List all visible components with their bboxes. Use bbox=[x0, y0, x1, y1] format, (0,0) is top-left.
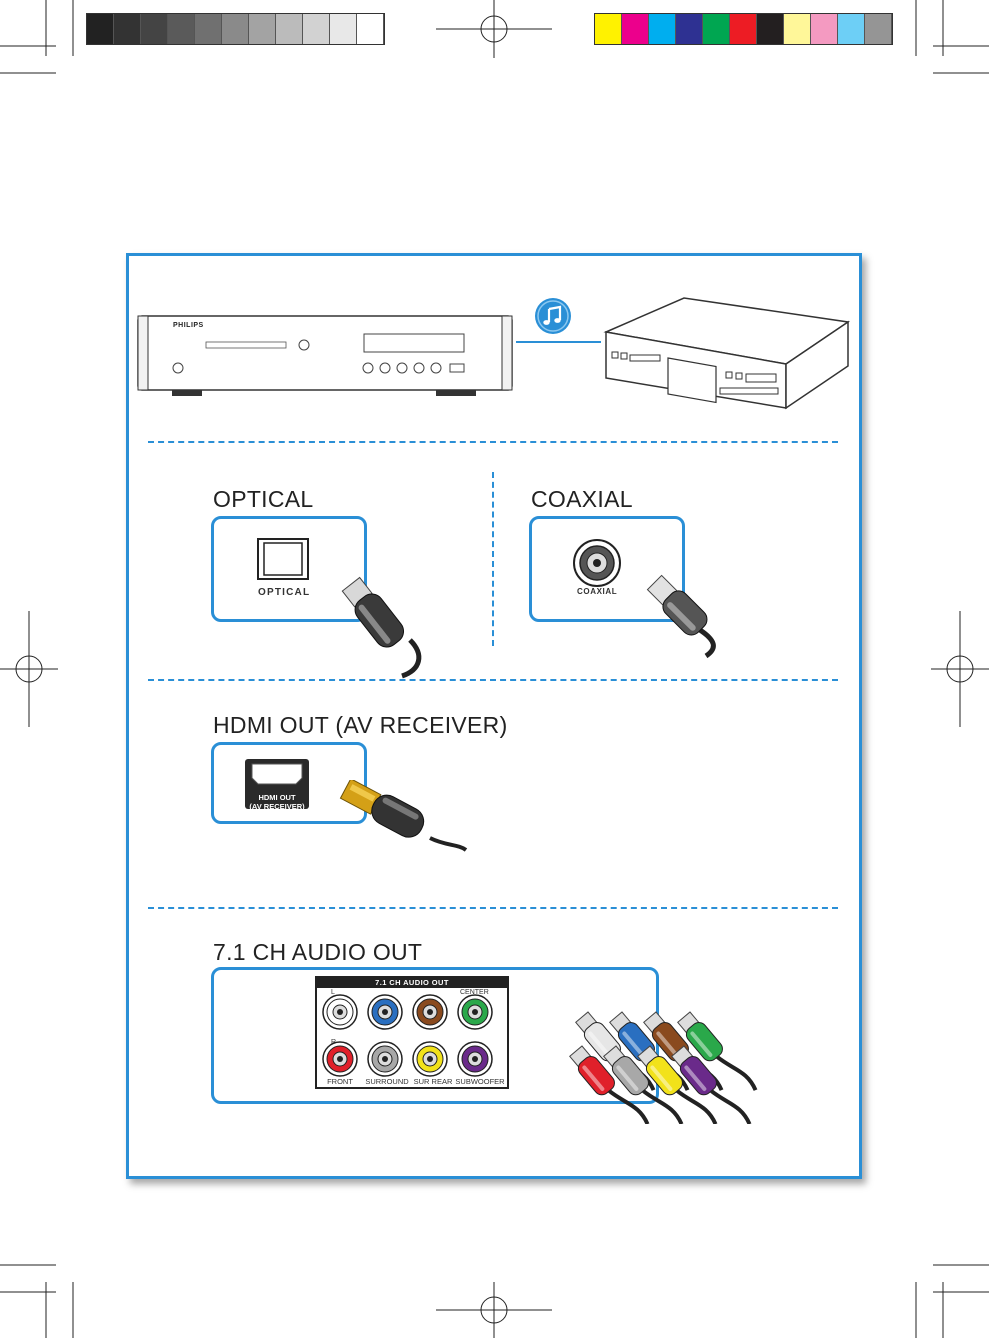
rca-jack bbox=[457, 994, 493, 1030]
color-swatch bbox=[730, 14, 757, 44]
rca-plug bbox=[569, 1045, 650, 1124]
audio71-label-subwoofer: SUBWOOFER bbox=[455, 1077, 505, 1086]
section-divider bbox=[148, 679, 838, 681]
audio71-label-center: CENTER bbox=[460, 989, 489, 996]
rca-plug bbox=[603, 1045, 684, 1124]
grayscale-swatch bbox=[87, 14, 114, 44]
grayscale-calibration-bar bbox=[86, 13, 385, 45]
audio71-jacks bbox=[322, 994, 493, 1077]
section-divider bbox=[148, 907, 838, 909]
column-divider bbox=[492, 472, 494, 646]
rca-jack bbox=[322, 994, 358, 1030]
grayscale-swatch bbox=[276, 14, 303, 44]
hdmi-heading: HDMI OUT (AV RECEIVER) bbox=[213, 712, 508, 738]
section-divider bbox=[148, 441, 838, 443]
hdmi-frame bbox=[211, 742, 367, 824]
rca-jack bbox=[322, 1041, 358, 1077]
color-swatch bbox=[622, 14, 649, 44]
grayscale-swatch bbox=[330, 14, 357, 44]
color-swatch bbox=[811, 14, 838, 44]
color-swatch bbox=[865, 14, 892, 44]
coaxial-port-icon bbox=[573, 539, 621, 587]
hdmi-port-label-line1: HDMI OUT bbox=[258, 793, 296, 802]
music-note-icon bbox=[535, 298, 571, 334]
rca-jack bbox=[412, 1041, 448, 1077]
color-calibration-bar bbox=[594, 13, 893, 45]
hdmi-cable-plug bbox=[339, 780, 468, 852]
audio71-rca-plugs bbox=[569, 1011, 758, 1124]
av-receiver-illustration bbox=[603, 297, 851, 410]
optical-cable-plug bbox=[341, 576, 422, 679]
audio71-panel-label: 7.1 CH AUDIO OUT bbox=[317, 977, 507, 988]
rca-plug bbox=[677, 1011, 758, 1092]
color-swatch bbox=[703, 14, 730, 44]
rca-jack bbox=[457, 1041, 493, 1077]
color-swatch bbox=[595, 14, 622, 44]
coaxial-port-label: COAXIAL bbox=[577, 587, 618, 596]
grayscale-swatch bbox=[303, 14, 330, 44]
audio71-label-front: FRONT bbox=[327, 1077, 353, 1086]
grayscale-swatch bbox=[222, 14, 249, 44]
grayscale-swatch bbox=[195, 14, 222, 44]
coaxial-heading: COAXIAL bbox=[531, 486, 633, 512]
rca-jack bbox=[367, 994, 403, 1030]
color-swatch bbox=[784, 14, 811, 44]
player-brand-label: PHILIPS bbox=[173, 322, 204, 329]
optical-port-label: OPTICAL bbox=[258, 587, 311, 598]
color-swatch bbox=[838, 14, 865, 44]
color-swatch bbox=[757, 14, 784, 44]
rca-jack bbox=[367, 1041, 403, 1077]
coaxial-cable-plug bbox=[646, 574, 716, 659]
rca-jack bbox=[412, 994, 448, 1030]
color-swatch bbox=[649, 14, 676, 44]
audio71-heading: 7.1 CH AUDIO OUT bbox=[213, 939, 423, 965]
grayscale-swatch bbox=[249, 14, 276, 44]
grayscale-swatch bbox=[357, 14, 384, 44]
hdmi-port-icon bbox=[245, 759, 309, 809]
coaxial-frame bbox=[529, 516, 685, 622]
grayscale-swatch bbox=[168, 14, 195, 44]
color-swatch bbox=[676, 14, 703, 44]
optical-heading: OPTICAL bbox=[213, 486, 314, 512]
grayscale-swatch bbox=[114, 14, 141, 44]
audio71-label-sur-rear: SUR REAR bbox=[413, 1077, 453, 1086]
audio71-label-surround: SURROUND bbox=[365, 1077, 409, 1086]
optical-frame bbox=[211, 516, 367, 622]
grayscale-swatch bbox=[141, 14, 168, 44]
audio71-label-l: L bbox=[331, 989, 335, 996]
blu-ray-player-illustration bbox=[137, 315, 513, 396]
rca-plug bbox=[637, 1045, 718, 1124]
rca-plug bbox=[671, 1045, 752, 1124]
hdmi-port-label-line2: (AV RECEIVER) bbox=[249, 802, 305, 811]
optical-port-icon bbox=[257, 538, 309, 580]
connection-line bbox=[516, 341, 601, 343]
